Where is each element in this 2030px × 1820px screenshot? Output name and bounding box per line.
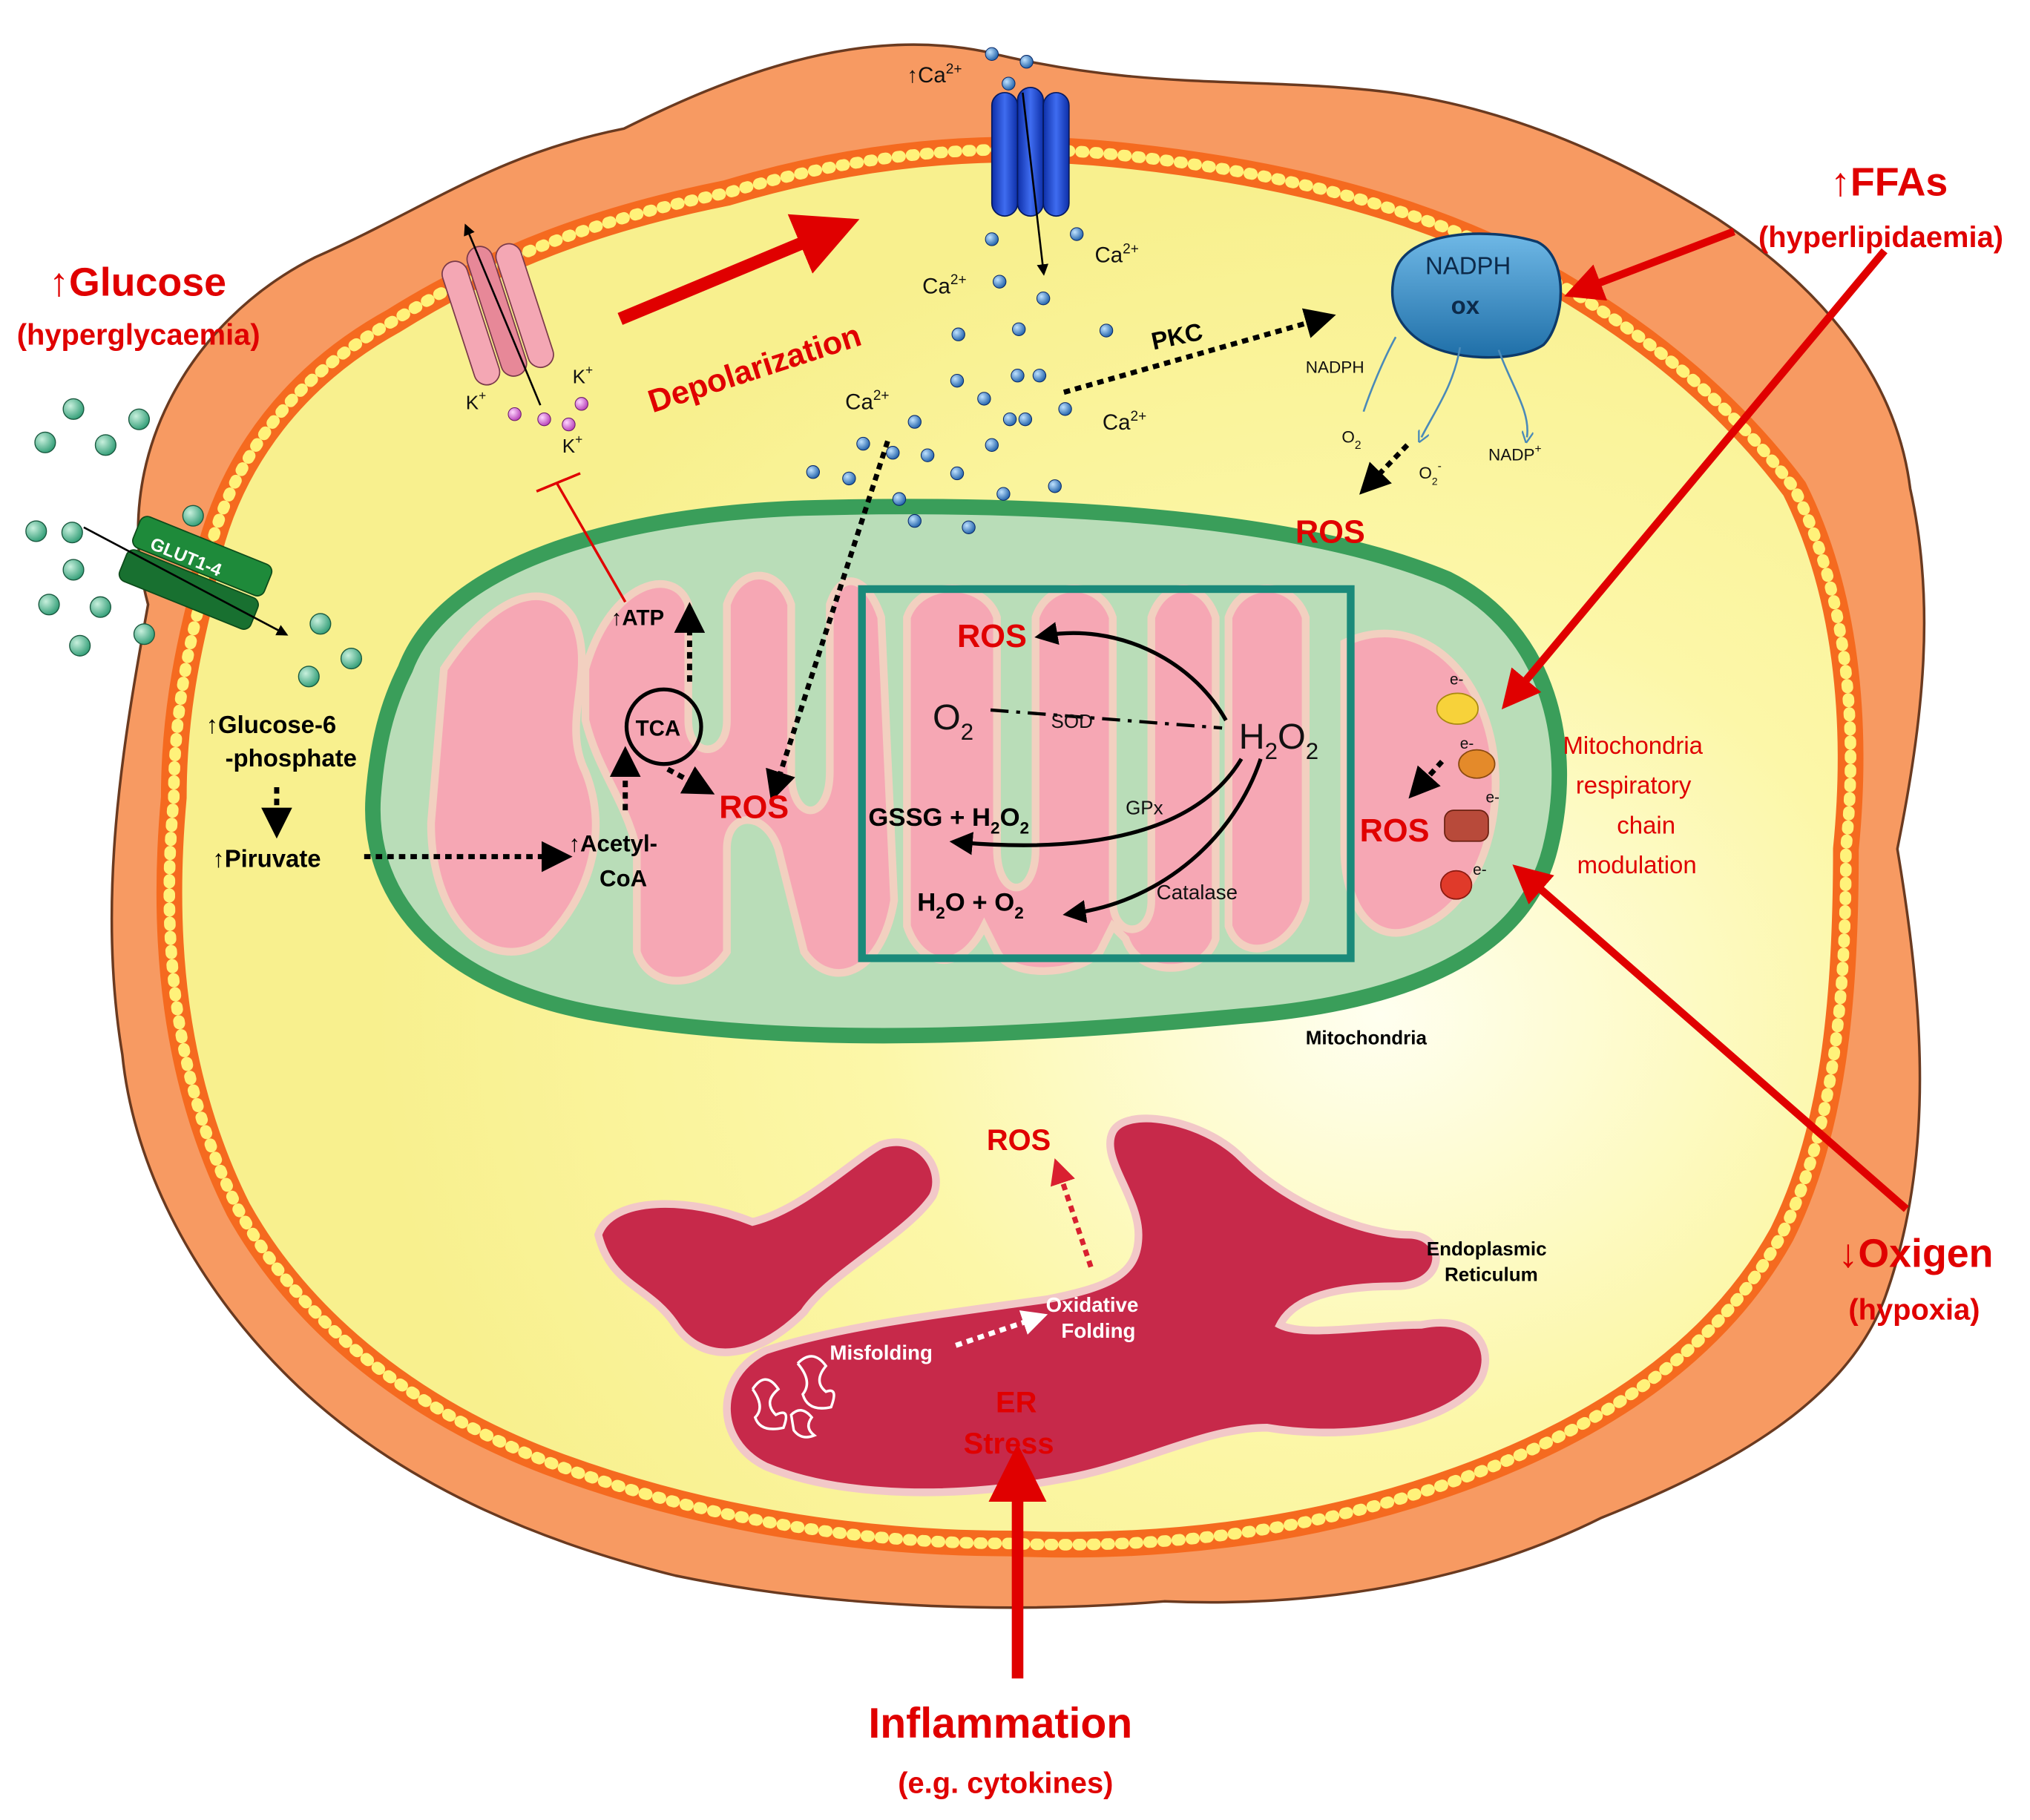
svg-text:e-: e-: [1485, 789, 1499, 806]
er-label-2: Reticulum: [1445, 1264, 1538, 1286]
er-ros-arrow: [1050, 1158, 1094, 1268]
oxfold-label-2: Folding: [1061, 1319, 1135, 1342]
ca-ion-labels: ↑Ca2+ Ca2+ Ca2+ Ca2+ Ca2+: [845, 62, 1146, 435]
inflammation-title: Inflammation: [868, 1700, 1132, 1747]
ros-matrix-label: ROS: [719, 790, 789, 826]
h2o-label: H2O + O2: [917, 888, 1024, 922]
resp-chain-label-2: respiratory: [1576, 772, 1692, 799]
nadph-oxidase-icon: [1390, 232, 1563, 359]
svg-text:e-: e-: [1473, 861, 1487, 878]
lipid-heads: [163, 143, 1856, 1551]
oxigen-title: ↓Oxigen: [1838, 1232, 1993, 1276]
misfolded-proteins-icon: [751, 1355, 835, 1439]
glut-arrow: [83, 526, 289, 636]
misfolding-label: Misfolding: [830, 1341, 933, 1364]
g6p-label-2: -phosphate: [226, 744, 357, 772]
er-stress-label-1: ER: [996, 1386, 1037, 1419]
acetyl-label-1: ↑Acetyl-: [568, 831, 657, 857]
svg-text:K+: K+: [562, 432, 582, 457]
tca-label: TCA: [636, 717, 681, 741]
nadph-label: NADPH: [1306, 358, 1364, 377]
svg-text:K+: K+: [466, 388, 486, 413]
atp-inhibition-bar: [536, 472, 581, 493]
g6p-label-1: ↑Glucose-6: [206, 711, 337, 738]
pathway-arrows: [261, 308, 1445, 873]
ros-nadph-label: ROS: [1295, 515, 1365, 551]
er-misfold-arrow: [955, 1310, 1048, 1348]
ffas-sub: (hyperlipidaemia): [1758, 221, 2003, 254]
h2o2-label: H2O2: [1239, 717, 1319, 764]
antioxidant-box: [858, 585, 1355, 962]
svg-text:K+: K+: [573, 362, 593, 387]
ca-influx-arrow: [1022, 92, 1048, 276]
nadp-label: NADP+: [1488, 443, 1542, 464]
glucose-sub: (hyperglycaemia): [17, 319, 260, 352]
ffas-title: ↑FFAs: [1830, 160, 1948, 205]
svg-text:↑Ca2+: ↑Ca2+: [907, 62, 962, 88]
sod-label: SOD: [1051, 710, 1093, 732]
tca-cycle-icon: [624, 687, 703, 766]
er-label-1: Endoplasmic: [1427, 1238, 1547, 1260]
atp-inhibition: [556, 482, 627, 603]
piruvate-label: ↑Piruvate: [212, 844, 321, 872]
gpx-label: GPx: [1126, 796, 1163, 818]
atp-label: ↑ATP: [611, 606, 665, 631]
nadph-ox-label-1: NADPH: [1425, 252, 1511, 279]
antioxidant-reaction-arrows: [949, 622, 1263, 924]
mito-cristae: [427, 571, 1499, 985]
o2-reactant: O2: [933, 697, 973, 745]
ca-channel-icon: [991, 87, 1070, 217]
k-efflux-arrow: [464, 223, 542, 406]
ca-ions: [806, 47, 1114, 534]
glut-transporter-icon: [118, 516, 273, 630]
electron-labels: e- e- e- e-: [1450, 671, 1499, 878]
ros-box-label: ROS: [957, 619, 1027, 654]
sod-dashdot-line: [990, 708, 1223, 730]
o2-label: O2: [1341, 427, 1361, 452]
svg-text:e-: e-: [1450, 671, 1464, 688]
er-stress-label-2: Stress: [964, 1428, 1054, 1460]
svg-text:e-: e-: [1460, 735, 1474, 752]
svg-text:Ca2+: Ca2+: [922, 272, 966, 298]
mitochondria-label: Mitochondria: [1306, 1027, 1428, 1049]
ros-chain-label: ROS: [1360, 813, 1430, 849]
nadph-ox-label-2: ox: [1451, 292, 1480, 319]
k-channel-icon: [441, 243, 554, 386]
inflammation-sub: (e.g. cytokines): [898, 1767, 1113, 1800]
resp-chain-label-3: chain: [1617, 811, 1675, 838]
svg-text:Ca2+: Ca2+: [1103, 409, 1146, 435]
er-ros-label: ROS: [987, 1124, 1051, 1157]
nadph-reaction-arrows: [1362, 336, 1528, 437]
glucose-title: ↑Glucose: [49, 260, 226, 305]
resp-chain-label-4: modulation: [1577, 851, 1697, 878]
superoxide-label: O2-: [1419, 460, 1441, 487]
k-ion-labels: K+ K+ K+: [466, 362, 593, 457]
oxigen-sub: (hypoxia): [1848, 1294, 1980, 1327]
k-ions: [508, 397, 588, 432]
svg-text:Ca2+: Ca2+: [1094, 242, 1138, 268]
acetyl-label-2: CoA: [600, 865, 647, 891]
oxfold-label-1: Oxidative: [1046, 1293, 1139, 1316]
endoplasmic-reticulum: [594, 1114, 1490, 1497]
gssg-label: GSSG + H2O2: [868, 804, 1029, 837]
svg-text:Ca2+: Ca2+: [845, 388, 889, 414]
resp-chain-label-1: Mitochondria: [1563, 732, 1704, 759]
respiratory-chain: [1436, 692, 1496, 900]
glucose-molecules: [25, 398, 363, 688]
catalase-label: Catalase: [1157, 881, 1238, 904]
input-arrows: [617, 214, 1909, 1679]
